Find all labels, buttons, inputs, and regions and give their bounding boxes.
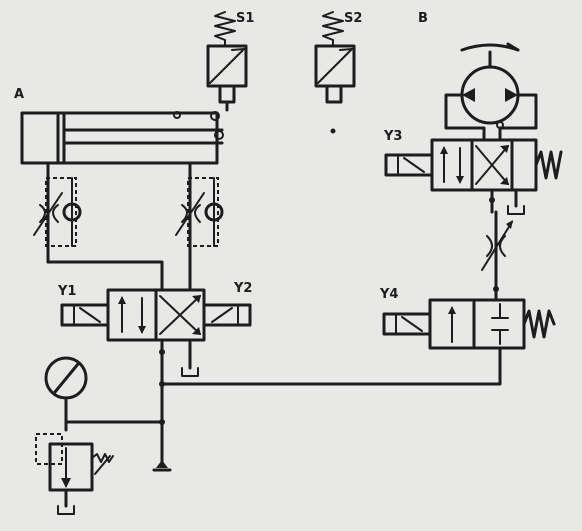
motor-label: B — [418, 11, 428, 26]
throttle-check-valve-left — [33, 161, 82, 264]
solenoid-y4-label: Y4 — [379, 287, 398, 302]
pressure-gauge — [44, 356, 88, 432]
sensor-s2: S2 — [314, 11, 362, 134]
sensor-s2-label: S2 — [344, 11, 362, 26]
pressure-relief-valve — [35, 433, 114, 515]
sensor-s1: S1 — [206, 11, 254, 112]
throttle-check-valve-right — [175, 161, 224, 264]
tank-symbol — [152, 460, 172, 472]
solenoid-y3-label: Y3 — [383, 129, 402, 144]
throttle-valve-right — [481, 210, 513, 302]
solenoid-y2-label: Y2 — [233, 281, 252, 296]
cylinder-label: A — [14, 87, 24, 102]
sensor-s1-label: S1 — [236, 11, 254, 26]
directional-valve-y3: Y3 — [383, 129, 563, 192]
solenoid-y1-label: Y1 — [57, 284, 76, 299]
double-acting-cylinder-a: A — [14, 87, 224, 165]
directional-valve-y4: Y4 — [379, 287, 556, 350]
hydraulic-motor-b: B — [418, 11, 538, 142]
directional-valve-y1-y2: Y1 Y2 — [57, 281, 252, 342]
